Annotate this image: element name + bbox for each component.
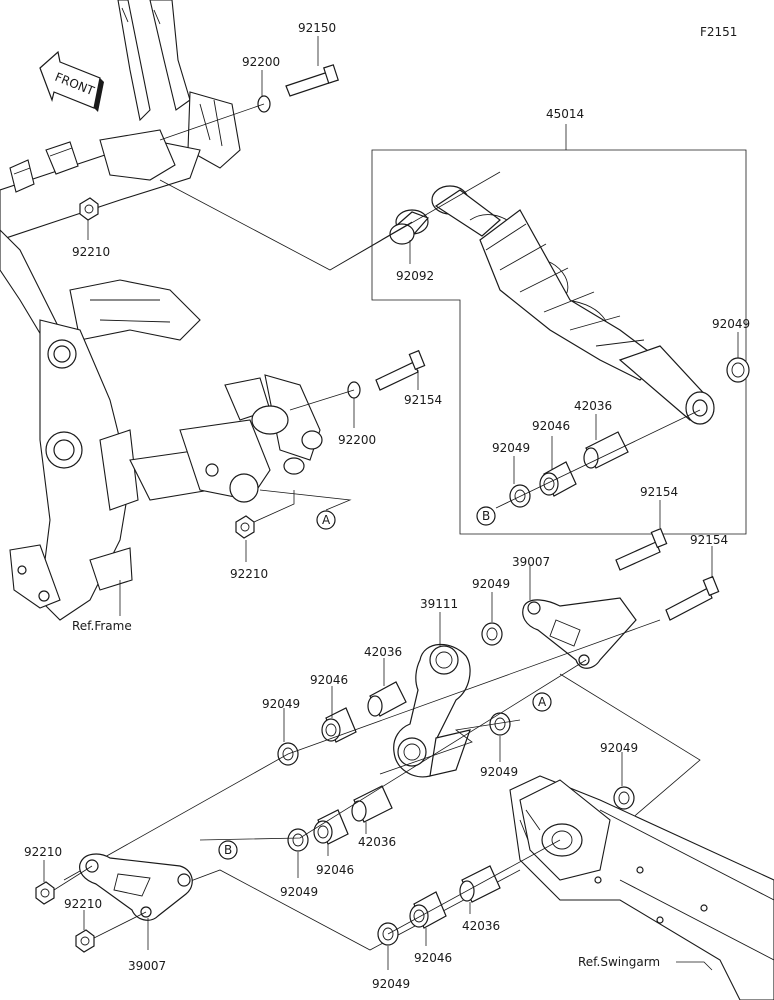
swingarm-structure bbox=[509, 775, 774, 1000]
seal-92049-mid bbox=[287, 828, 309, 852]
sleeve-42036-mid bbox=[351, 785, 393, 823]
part-label-92210-l2: 92210 bbox=[64, 897, 102, 911]
marker-b-upper: B bbox=[476, 506, 496, 526]
nut-92210-l2 bbox=[75, 929, 95, 953]
part-label-92049-shock: 92049 bbox=[712, 317, 750, 331]
part-label-92154-r2: 92154 bbox=[690, 533, 728, 547]
part-label-92210-l1: 92210 bbox=[24, 845, 62, 859]
bolt-92154-mid bbox=[375, 349, 426, 391]
part-label-42036-shock: 42036 bbox=[574, 399, 612, 413]
rocker-arm-39111 bbox=[393, 643, 471, 778]
part-label-39007-top: 39007 bbox=[512, 555, 550, 569]
nut-92210-mid bbox=[235, 515, 255, 539]
front-arrow-icon: FRONT bbox=[39, 50, 104, 112]
svg-text:B: B bbox=[224, 843, 232, 857]
part-label-42036-upper: 42036 bbox=[364, 645, 402, 659]
part-label-92150: 92150 bbox=[298, 21, 336, 35]
part-label-92046-mid: 92046 bbox=[316, 863, 354, 877]
part-label-92046-low: 92046 bbox=[414, 951, 452, 965]
leader-axis-top bbox=[159, 103, 265, 141]
bolt-92154-r1 bbox=[615, 527, 668, 571]
bearing-92046-upper bbox=[321, 707, 357, 743]
bearing-92046-shock bbox=[539, 461, 577, 497]
part-label-92046-shock: 92046 bbox=[532, 419, 570, 433]
seal-92049-right bbox=[613, 786, 635, 810]
collar-92092 bbox=[389, 209, 430, 245]
marker-a-upper: A bbox=[316, 510, 336, 530]
seal-92049-shock-low bbox=[509, 484, 531, 508]
part-label-45014: 45014 bbox=[546, 107, 584, 121]
part-label-42036-low: 42036 bbox=[462, 919, 500, 933]
svg-text:A: A bbox=[322, 513, 331, 527]
tie-rod-39007-top bbox=[522, 597, 637, 669]
ref-frame-label: Ref.Frame bbox=[72, 619, 132, 633]
part-label-92049-shock-low: 92049 bbox=[492, 441, 530, 455]
bolt-92154-r2 bbox=[665, 575, 720, 621]
part-label-92200-mid: 92200 bbox=[338, 433, 376, 447]
part-label-92049-upper: 92049 bbox=[472, 577, 510, 591]
nut-92210-l1 bbox=[35, 881, 55, 905]
seal-92049-upper bbox=[481, 622, 503, 646]
frame-structure bbox=[0, 0, 323, 621]
ref-swingarm-label: Ref.Swingarm bbox=[578, 955, 660, 969]
nut-92210-top bbox=[79, 197, 99, 221]
part-label-42036-mid: 42036 bbox=[358, 835, 396, 849]
shock-kit-outline bbox=[371, 149, 747, 535]
part-label-92046-upper: 92046 bbox=[310, 673, 348, 687]
part-label-92049-left: 92049 bbox=[262, 697, 300, 711]
part-label-92049-low: 92049 bbox=[372, 977, 410, 991]
part-label-92210-top: 92210 bbox=[72, 245, 110, 259]
part-label-92210-mid: 92210 bbox=[230, 567, 268, 581]
seal-92049-shock-top bbox=[726, 357, 750, 383]
marker-b-lower: B bbox=[218, 840, 238, 860]
part-label-92049-mid: 92049 bbox=[280, 885, 318, 899]
part-label-92049-right: 92049 bbox=[600, 741, 638, 755]
svg-text:A: A bbox=[538, 695, 547, 709]
bolt-92150 bbox=[285, 64, 339, 97]
bearing-92046-mid bbox=[313, 809, 349, 845]
part-label-39111: 39111 bbox=[420, 597, 458, 611]
bearing-92046-low bbox=[409, 891, 447, 929]
part-label-92154-r1: 92154 bbox=[640, 485, 678, 499]
part-label-92154-mid: 92154 bbox=[404, 393, 442, 407]
seal-92049-a bbox=[489, 712, 511, 736]
part-label-92200-top: 92200 bbox=[242, 55, 280, 69]
part-label-39007-bottom: 39007 bbox=[128, 959, 166, 973]
part-label-92092: 92092 bbox=[396, 269, 434, 283]
figure-code: F2151 bbox=[700, 25, 737, 39]
part-label-92049-a: 92049 bbox=[480, 765, 518, 779]
shock-absorber-45014 bbox=[431, 185, 715, 425]
marker-a-lower: A bbox=[532, 692, 552, 712]
sleeve-42036-upper bbox=[367, 681, 407, 717]
svg-text:B: B bbox=[482, 509, 490, 523]
